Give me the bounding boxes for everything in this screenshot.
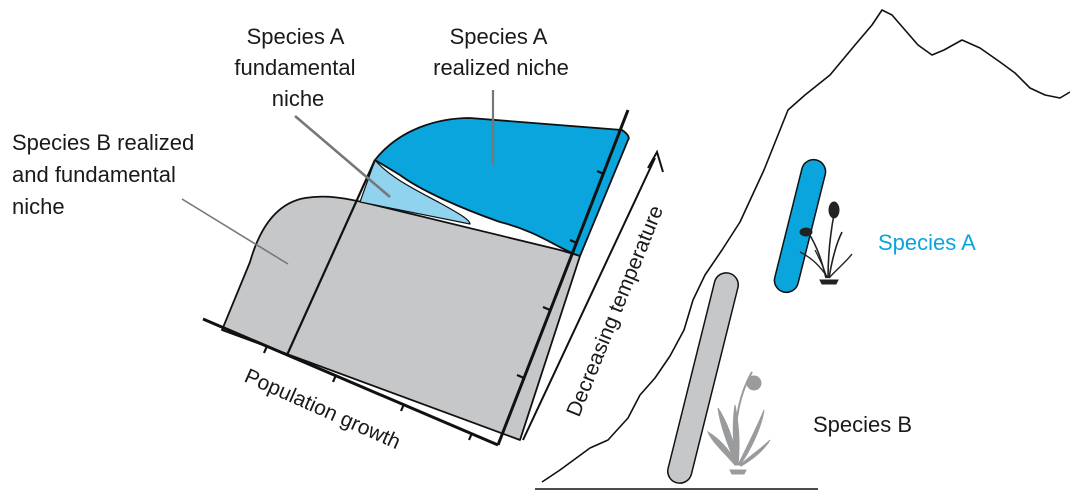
y-axis-ticks bbox=[516, 169, 605, 380]
species-a-fundamental-niche-area bbox=[359, 159, 471, 225]
temperature-arrow-shaft bbox=[522, 157, 656, 441]
leader-species-b bbox=[181, 198, 289, 265]
mountain-outline bbox=[541, 9, 1070, 483]
species-a-legend-label: Species A bbox=[878, 230, 976, 255]
x-axis-line bbox=[202, 317, 499, 447]
x-axis-ticks bbox=[262, 345, 474, 441]
y-axis-line bbox=[496, 109, 630, 446]
species-a-plant-icon bbox=[799, 201, 853, 285]
species-a-fundamental-label: Species A fundamental niche bbox=[234, 24, 361, 111]
temperature-arrow-head-icon bbox=[647, 149, 664, 173]
species-a-realized-label: Species A realized niche bbox=[433, 24, 569, 80]
species-b-plant-icon bbox=[706, 371, 771, 475]
species-b-legend-label: Species B bbox=[813, 412, 912, 437]
species-a-fundamental-boundary bbox=[285, 159, 377, 356]
species-a-realized-niche-area bbox=[374, 117, 630, 257]
species-b-range-bar bbox=[667, 272, 739, 484]
species-b-niche-label: Species B realized and fundamental niche bbox=[12, 130, 200, 219]
leader-species-a-fundamental bbox=[294, 115, 391, 198]
species-a-range-bar bbox=[773, 158, 827, 294]
